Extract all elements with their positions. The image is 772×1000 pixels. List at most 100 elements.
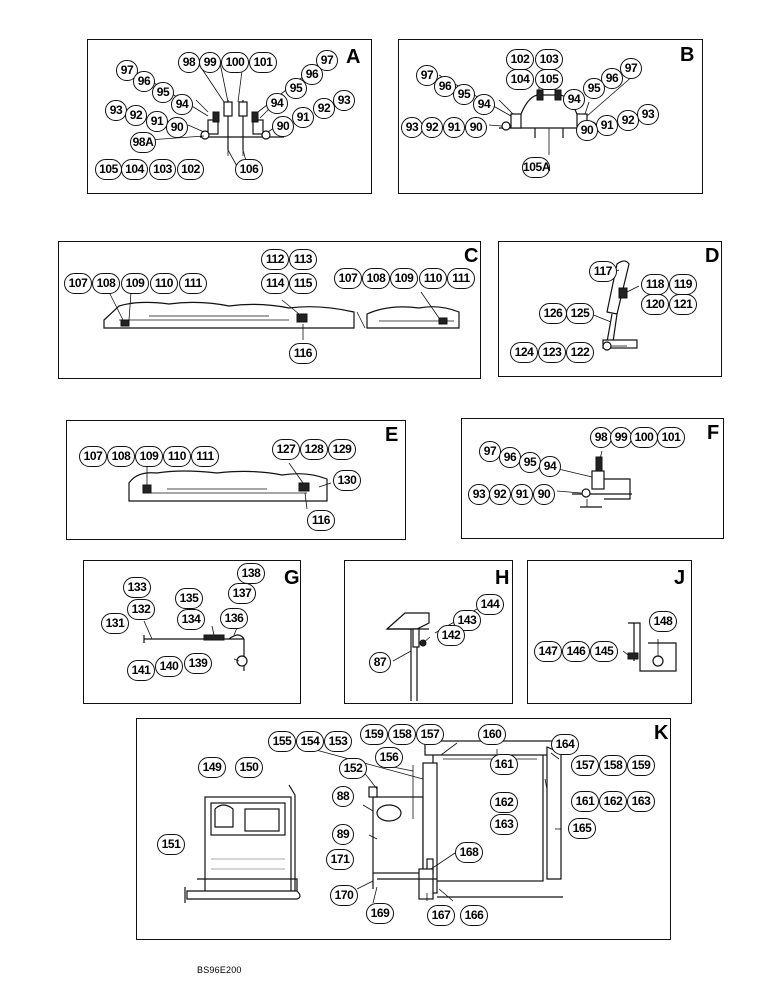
callout: 111 [191, 446, 219, 467]
callout: 112 [261, 249, 289, 270]
callout: 146 [562, 641, 590, 662]
callout: 94 [266, 93, 288, 114]
callout: 95 [519, 452, 541, 473]
panel-g: G 133 132 138 137 135 134 136 131 141 14… [83, 560, 301, 704]
callout: 91 [596, 115, 618, 136]
drawing-code: BS96E200 [197, 965, 242, 975]
callout: 164 [551, 734, 579, 755]
callout: 113 [289, 249, 317, 270]
callout: 93 [105, 100, 127, 121]
panel-h: H 144 143 142 87 [344, 560, 513, 704]
callout: 87 [369, 652, 391, 673]
callout: 94 [539, 456, 561, 477]
callout: 92 [489, 484, 511, 505]
callout: 109 [121, 273, 149, 294]
callout: 159 [360, 724, 388, 745]
callout: 149 [198, 757, 226, 778]
callout: 158 [388, 724, 416, 745]
callout: 109 [135, 446, 163, 467]
callout: 90 [465, 117, 487, 138]
callout: 108 [362, 268, 390, 289]
callout: 110 [163, 446, 191, 467]
callout: 114 [261, 273, 289, 294]
callout: 91 [292, 107, 314, 128]
panel-j: J 148 147 146 145 [527, 560, 692, 704]
callout: 145 [590, 641, 618, 662]
callout: 163 [627, 791, 655, 812]
panel-e: E 107 108 109 110 111 127 128 129 130 11… [66, 420, 406, 540]
callout: 94 [171, 94, 193, 115]
callout: 96 [301, 64, 323, 85]
callout: 166 [460, 905, 488, 926]
callout: 111 [179, 273, 207, 294]
panel-a: A 97 96 95 94 93 92 91 90 98A 98 99 100 [87, 39, 372, 194]
callout: 107 [79, 446, 107, 467]
callout: 98 [178, 52, 200, 73]
callout: 154 [296, 731, 324, 752]
callout: 157 [416, 724, 444, 745]
callout: 101 [657, 427, 685, 448]
callout: 122 [566, 342, 594, 363]
callout: 103 [535, 49, 563, 70]
callout: 96 [133, 71, 155, 92]
callout: 98 [590, 427, 612, 448]
callout: 130 [333, 470, 361, 491]
callout: 93 [637, 104, 659, 125]
callout: 119 [669, 274, 697, 295]
callout: 97 [416, 65, 438, 86]
callout: 92 [617, 110, 639, 131]
callout: 110 [150, 273, 178, 294]
panel-label-h: H [495, 567, 510, 589]
callout: 142 [437, 625, 465, 646]
callout: 118 [641, 274, 669, 295]
callout: 109 [390, 268, 418, 289]
callout: 90 [533, 484, 555, 505]
callout: 110 [419, 268, 447, 289]
callout: 169 [366, 903, 394, 924]
callout: 107 [64, 273, 92, 294]
panel-k: K [136, 718, 671, 940]
callout: 92 [421, 117, 443, 138]
callout: 170 [330, 885, 358, 906]
callout: 141 [127, 660, 155, 681]
callout: 104 [121, 159, 148, 180]
callout: 158 [599, 755, 627, 776]
callout: 99 [610, 427, 632, 448]
callout: 102 [177, 159, 204, 180]
callout: 91 [443, 117, 465, 138]
panel-label-j: J [674, 567, 686, 589]
callout: 91 [146, 111, 168, 132]
callout: 104 [506, 69, 534, 90]
callout: 156 [375, 747, 403, 768]
callout: 120 [641, 294, 669, 315]
callout: 126 [539, 303, 567, 324]
panel-label-d: D [705, 245, 720, 267]
callout: 161 [490, 754, 518, 775]
callout: 94 [563, 89, 585, 110]
callout: 95 [285, 78, 307, 99]
panel-b: B 97 96 95 94 93 92 91 90 102 103 104 10… [398, 39, 703, 194]
callout: 90 [576, 120, 598, 141]
callout: 128 [300, 439, 328, 460]
callout: 107 [334, 268, 362, 289]
callout: 95 [152, 82, 174, 103]
callout: 138 [237, 563, 265, 584]
callout: 93 [401, 117, 423, 138]
callout: 139 [184, 653, 212, 674]
callout: 102 [506, 49, 534, 70]
callout: 99 [199, 52, 221, 73]
panel-c: C 107 108 109 110 111 112 113 114 115 11… [58, 241, 481, 379]
callout: 96 [601, 68, 623, 89]
callout: 121 [669, 294, 697, 315]
callout: 105 [95, 159, 122, 180]
callout: 108 [107, 446, 135, 467]
callout: 90 [166, 117, 188, 138]
callout: 168 [455, 842, 483, 863]
callout: 153 [324, 731, 352, 752]
panel-g-drawing [143, 615, 248, 671]
callout: 101 [249, 52, 277, 73]
callout: 140 [155, 656, 183, 677]
callout: 115 [289, 273, 317, 294]
callout: 89 [332, 824, 354, 845]
callout: 95 [453, 84, 475, 105]
